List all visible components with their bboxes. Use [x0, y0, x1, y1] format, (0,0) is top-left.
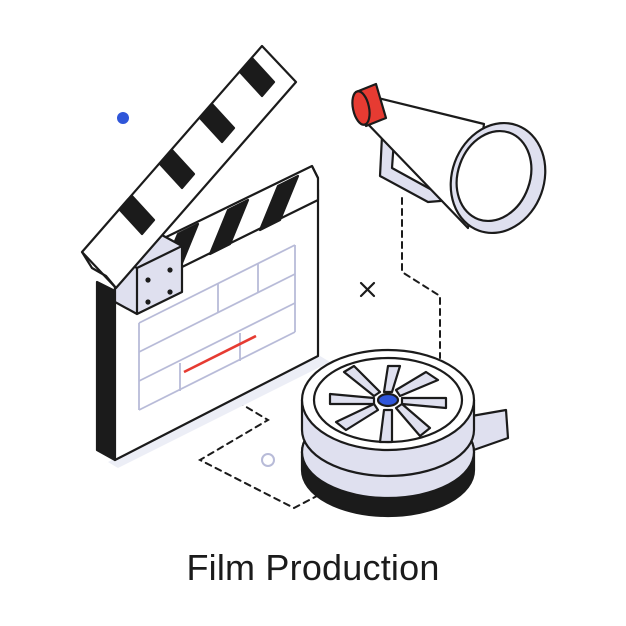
small-ring-icon: [261, 453, 275, 467]
dashed-connectors: [197, 197, 441, 510]
blue-dot-icon: [117, 112, 129, 124]
megaphone-icon: [351, 82, 547, 235]
film-reel-icon: [300, 348, 510, 518]
caption-title: Film Production: [186, 547, 440, 588]
cross-mark-icon: [359, 281, 376, 298]
clapperboard-icon: [80, 44, 330, 468]
